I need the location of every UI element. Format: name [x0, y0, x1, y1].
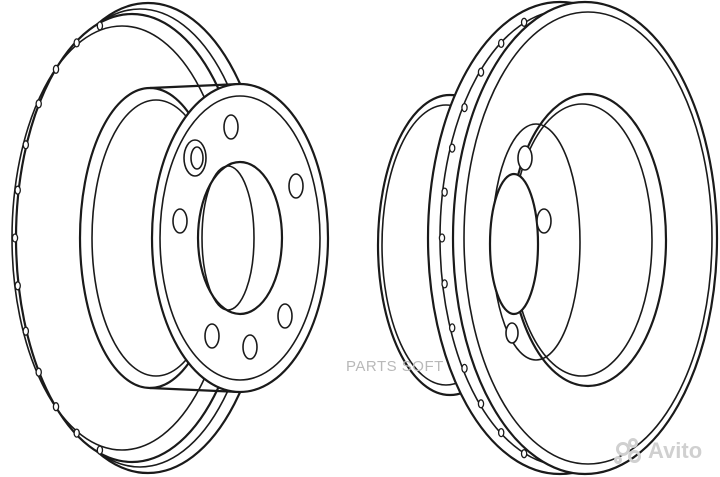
vent-hole [448, 143, 456, 153]
left-brake-disc [11, 1, 330, 475]
vent-hole [22, 140, 30, 150]
avito-logo-text: Avito [648, 438, 703, 463]
left-hub-bolt-holes [172, 114, 304, 360]
vent-hole [520, 17, 528, 27]
vent-hole [52, 64, 60, 74]
vent-hole [35, 367, 42, 377]
vent-hole [497, 38, 505, 49]
vent-hole [520, 449, 528, 459]
left-disc-hub [78, 82, 330, 394]
vent-hole [11, 233, 19, 243]
vent-hole [461, 363, 468, 374]
left-disc-vent-holes [11, 21, 104, 455]
avito-dots-icon [614, 438, 644, 464]
vent-hole [441, 279, 448, 289]
vent-hole [22, 326, 30, 336]
vent-hole [448, 323, 456, 333]
vent-hole [438, 233, 446, 243]
avito-logo: Avito [614, 438, 702, 464]
vent-hole [52, 402, 60, 412]
vent-hole [477, 399, 485, 409]
vent-hole [14, 185, 21, 195]
vent-hole [96, 445, 104, 455]
right-hub-bolt-holes [505, 145, 552, 344]
vent-hole [461, 102, 468, 113]
vent-hole [441, 187, 448, 197]
vent-hole [73, 428, 80, 438]
right-disc-vent-holes [438, 17, 528, 459]
vent-hole [14, 281, 21, 291]
vent-hole [477, 67, 485, 77]
vent-hole [73, 38, 80, 48]
vent-hole [497, 427, 505, 438]
vent-hole [96, 21, 104, 31]
parts-soft-watermark: PARTS SOFT [346, 358, 444, 375]
vent-hole [35, 99, 42, 109]
right-brake-disc [376, 0, 719, 476]
